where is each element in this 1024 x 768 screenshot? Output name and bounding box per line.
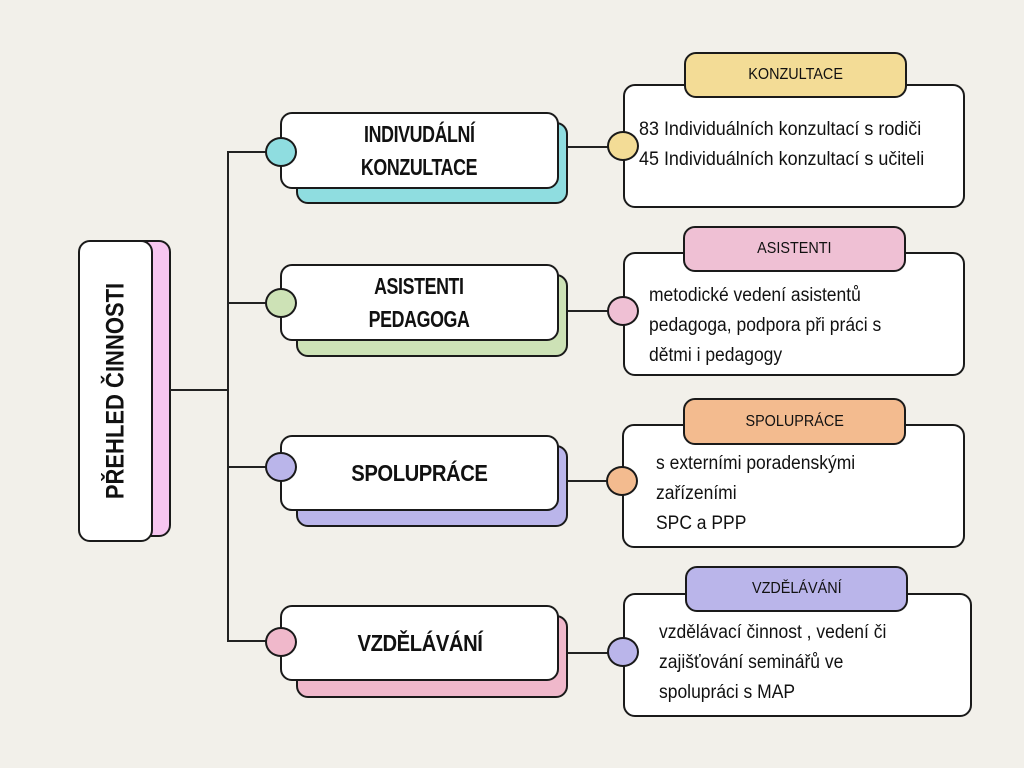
- category-assistants: ASISTENTI PEDAGOGA: [280, 264, 559, 341]
- node-dot: [265, 627, 297, 657]
- category-cooperation: SPOLUPRÁCE: [280, 435, 559, 511]
- node-dot: [265, 137, 297, 167]
- detail-text: SPC a PPP: [656, 513, 747, 534]
- detail-text: 83 Individuálních konzultací s rodiči: [639, 118, 922, 140]
- detail-connector: [568, 146, 612, 148]
- detail-connector: [568, 310, 612, 312]
- category-label: SPOLUPRÁCE: [351, 459, 488, 486]
- node-dot: [265, 452, 297, 482]
- detail-box: metodické vedení asistentů pedagoga, pod…: [623, 252, 965, 376]
- tab-label: VZDĚLÁVÁNÍ: [751, 580, 842, 597]
- branch-line: [228, 151, 268, 153]
- branch-line: [228, 640, 268, 642]
- root-title: PŘEHLED ČINNOSTI: [101, 282, 129, 500]
- root-connector: [170, 389, 228, 391]
- detail-text: zařízeními: [656, 483, 737, 504]
- detail-tab: SPOLUPRÁCE: [683, 398, 906, 445]
- branch-line: [228, 466, 268, 468]
- root-node: PŘEHLED ČINNOSTI: [78, 240, 153, 542]
- detail-text: pedagoga, podpora při práci s: [649, 315, 882, 336]
- detail-connector: [568, 652, 612, 654]
- detail-dot: [606, 466, 638, 496]
- category-education: VZDĚLÁVÁNÍ: [280, 605, 559, 681]
- node-dot: [265, 288, 297, 318]
- detail-box: 83 Individuálních konzultací s rodiči 45…: [623, 84, 965, 208]
- category-individual-consultation: INDIVUDÁLNÍ KONZULTACE: [280, 112, 559, 189]
- detail-text: dětmi i pedagogy: [649, 345, 783, 366]
- detail-tab: ASISTENTI: [683, 226, 906, 272]
- detail-tab: VZDĚLÁVÁNÍ: [685, 566, 908, 612]
- detail-text: spolupráci s MAP: [659, 682, 796, 703]
- category-label: ASISTENTI: [374, 272, 465, 299]
- detail-connector: [568, 480, 612, 482]
- trunk-line: [227, 151, 229, 642]
- detail-dot: [607, 637, 639, 667]
- detail-dot: [607, 296, 639, 326]
- detail-dot: [607, 131, 639, 161]
- tab-label: SPOLUPRÁCE: [745, 412, 844, 430]
- detail-tab: KONZULTACE: [684, 52, 907, 98]
- detail-text: vzdělávací činnost , vedení či: [659, 622, 887, 643]
- branch-line: [228, 302, 268, 304]
- tab-label: ASISTENTI: [757, 240, 832, 257]
- category-label: VZDĚLÁVÁNÍ: [357, 629, 482, 656]
- detail-text: 45 Individuálních konzultací s učiteli: [639, 148, 925, 170]
- category-label: INDIVUDÁLNÍ: [364, 120, 475, 147]
- detail-text: metodické vedení asistentů: [649, 285, 861, 306]
- detail-text: zajišťování seminářů ve: [659, 652, 844, 673]
- tab-label: KONZULTACE: [748, 66, 843, 83]
- detail-text: s externími poradenskými: [656, 453, 856, 474]
- category-label: PEDAGOGA: [369, 305, 470, 332]
- category-label: KONZULTACE: [361, 153, 478, 180]
